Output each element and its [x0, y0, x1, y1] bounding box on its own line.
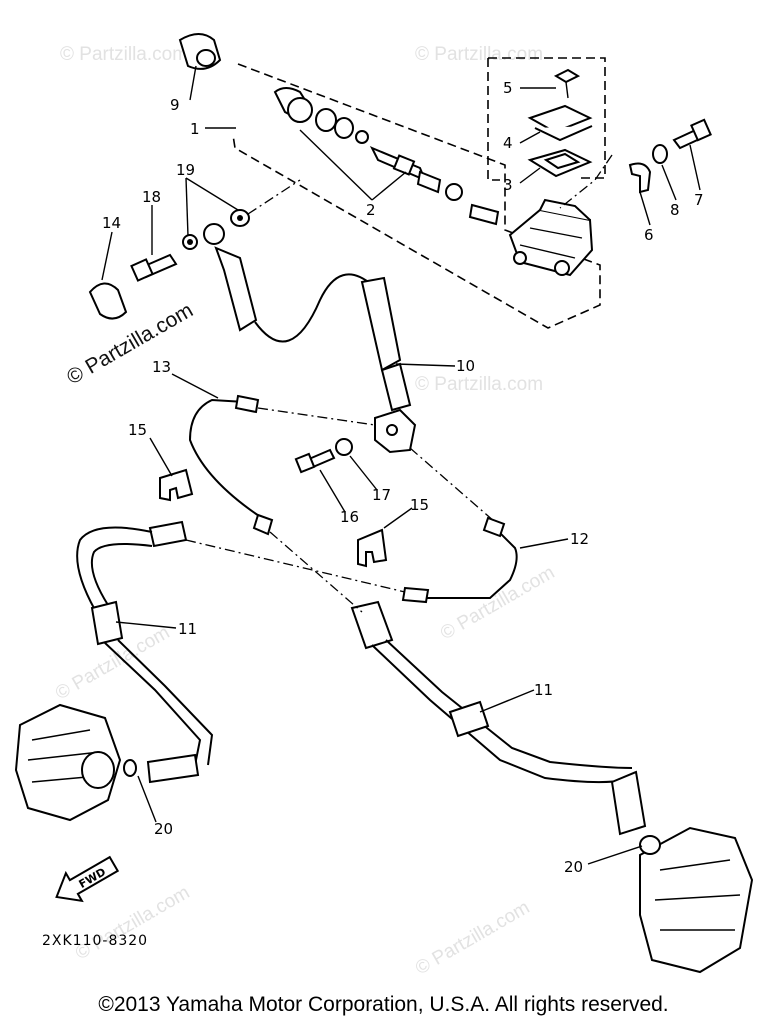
watermark: © Partzilla.com	[412, 897, 533, 979]
watermark: © Partzilla.com	[415, 44, 543, 65]
watermark-main: © Partzilla.com	[63, 299, 197, 390]
junction-block	[374, 408, 417, 454]
pipe-12-nut-upper	[482, 516, 506, 538]
master-cylinder-body	[508, 198, 594, 277]
callout-3: 3	[503, 176, 513, 194]
watermark: © Partzilla.com	[60, 44, 188, 65]
reservoir-kit-outline	[487, 57, 606, 181]
hose-fitting	[468, 203, 500, 226]
pipe-12-nut-lower	[401, 586, 430, 604]
callout-6: 6	[644, 226, 654, 244]
pipe-13-nut	[234, 394, 260, 414]
reservoir-cap-parts	[527, 68, 593, 178]
callout-19: 19	[176, 161, 195, 179]
callout-13: 13	[152, 358, 171, 376]
upper-hose	[203, 223, 412, 412]
callout-11-right: 11	[534, 681, 553, 699]
callout-15-left: 15	[128, 421, 147, 439]
callout-12: 12	[570, 530, 589, 548]
callout-10: 10	[456, 357, 475, 375]
left-brake-caliper	[14, 703, 137, 822]
callout-labels: 9 1 5 4 3 2 6 8 7 19 18 14 13 10 15 15 1…	[102, 79, 704, 876]
callout-20-left: 20	[154, 820, 173, 838]
copyright-notice: ©2013 Yamaha Motor Corporation, U.S.A. A…	[98, 993, 669, 1016]
callout-17: 17	[372, 486, 391, 504]
hardware-parts	[628, 118, 712, 194]
leader-lines	[101, 65, 701, 865]
diagram-code: 2XK110-8320	[42, 933, 148, 949]
callout-20-right: 20	[564, 858, 583, 876]
watermark: © Partzilla.com	[415, 374, 543, 395]
left-small-parts	[88, 209, 250, 320]
clip-15-right	[357, 528, 388, 568]
right-brake-caliper	[639, 826, 754, 974]
callout-16: 16	[340, 508, 359, 526]
clip-15-left	[159, 468, 194, 502]
callout-15-right: 15	[410, 496, 429, 514]
callout-18: 18	[142, 188, 161, 206]
callout-5: 5	[503, 79, 513, 97]
callout-1: 1	[190, 120, 200, 138]
right-hose-11	[350, 600, 647, 836]
fwd-arrow: FWD	[55, 855, 120, 903]
callout-9: 9	[170, 96, 180, 114]
callout-2: 2	[366, 201, 376, 219]
junction-bolt-parts	[294, 438, 353, 474]
boot-part	[178, 33, 222, 70]
connection-lines	[185, 154, 613, 613]
brake-pipe-13	[188, 398, 263, 519]
watermark: © Partzilla.com	[72, 882, 193, 964]
callout-11-left: 11	[178, 620, 197, 638]
piston-kit-part	[273, 87, 463, 201]
assembly-outline	[232, 63, 601, 329]
watermark: © Partzilla.com	[437, 562, 558, 644]
watermark-group: © Partzilla.com © Partzilla.com © Partzi…	[52, 44, 558, 979]
callout-4: 4	[503, 134, 513, 152]
callout-8: 8	[670, 201, 680, 219]
brake-pipe-12	[420, 527, 518, 599]
callout-7: 7	[694, 191, 704, 209]
callout-14: 14	[102, 214, 121, 232]
left-hose-11	[76, 520, 214, 784]
pipe-13-end	[252, 513, 274, 536]
